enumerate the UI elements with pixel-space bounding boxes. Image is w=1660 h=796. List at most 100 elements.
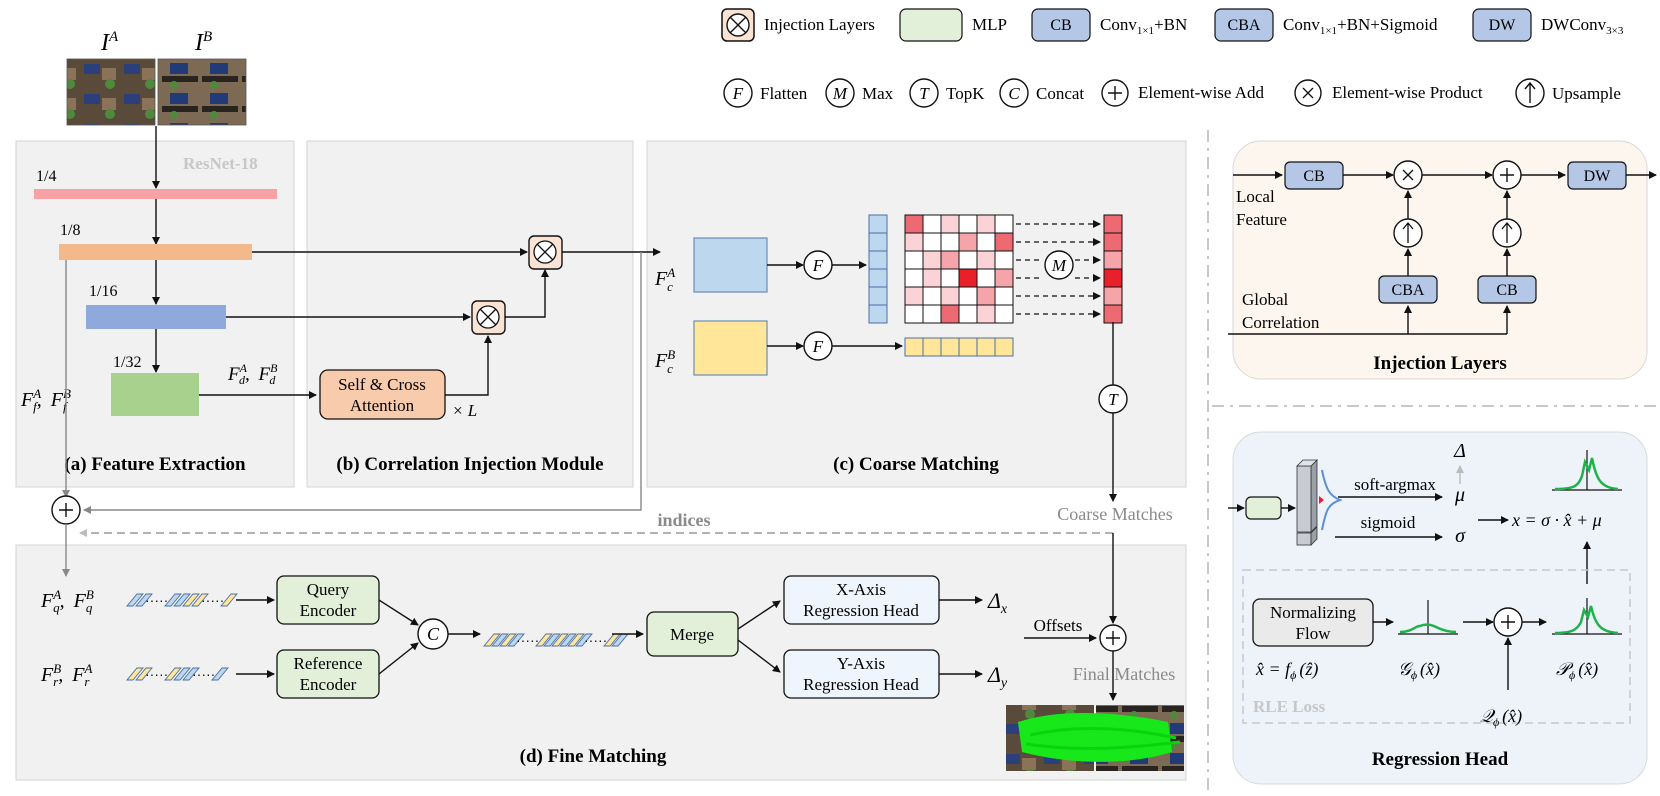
vector-b-cell: [976, 337, 996, 357]
cba-legend-box-label: CBA: [1228, 17, 1261, 34]
matrix-cell: [904, 232, 924, 252]
offsets-label: Offsets: [1034, 616, 1083, 635]
flatten-node-a-symbol: F: [812, 256, 824, 275]
feature-token: [220, 593, 238, 607]
correlation-injection-panel: [306, 140, 634, 488]
feature-token: [135, 593, 153, 607]
vector-b-cell: [994, 337, 1014, 357]
upsample-node-2-arrow: [1501, 221, 1513, 243]
attention-label-line1: Self & Cross: [338, 375, 426, 394]
vector-b-cell: [922, 337, 942, 357]
product-node-times: [1402, 169, 1414, 181]
top-plot-curve: [1554, 457, 1619, 491]
topk-legend-icon: [909, 78, 939, 108]
matrix-cell: [994, 250, 1014, 270]
max-column-cell: [1103, 250, 1123, 270]
local-feature-line2: Feature: [1236, 210, 1287, 229]
concat-token: [551, 633, 569, 647]
concat-token: [499, 633, 517, 647]
max-node-symbol: M: [1051, 256, 1067, 275]
matrix-cell: [922, 268, 942, 288]
local-feature-line1: Local: [1236, 187, 1275, 206]
matrix-cell: [922, 304, 942, 324]
legend-topk-label: TopK: [946, 84, 985, 103]
p-distribution-plot: [1552, 598, 1622, 635]
matrix-cell: [940, 286, 960, 306]
fine-matching-panel: [15, 544, 1187, 781]
reference-encoder-line2: Encoder: [300, 675, 357, 694]
matrix-cell: [976, 286, 996, 306]
regression-head-title: Regression Head: [1372, 749, 1509, 770]
legend-product-label: Element-wise Product: [1332, 83, 1483, 102]
merge-to-y-head: [737, 639, 781, 673]
g-plot-curve: [1399, 623, 1457, 634]
flatten-node-b-symbol: F: [812, 337, 824, 356]
input-images: IA IB: [66, 29, 247, 126]
x-head-line2: Regression Head: [803, 601, 919, 620]
legend-concat-label: Concat: [1036, 84, 1084, 103]
panel-a-title: (a) Feature Extraction: [64, 454, 246, 475]
cb-legend-box-label: CB: [1050, 17, 1071, 34]
injection-layers-title: Injection Layers: [1373, 353, 1507, 374]
feature-token: [135, 667, 153, 681]
matrix-cell: [994, 268, 1014, 288]
max-legend-symbol: M: [832, 84, 848, 103]
token-ellipsis: ·····: [192, 666, 215, 682]
concat-token: [543, 633, 561, 647]
vector-a-cell: [868, 268, 888, 288]
product-legend-times: [1302, 87, 1314, 99]
indices-label: indices: [657, 510, 710, 530]
feature-1-4-bar: [34, 189, 277, 199]
heatmap-vector-side: [1310, 459, 1318, 533]
matrix-cell: [976, 214, 996, 234]
matrix-cell: [976, 268, 996, 288]
sigma-vector-front: [1296, 532, 1312, 546]
global-correlation-line2: Correlation: [1242, 313, 1320, 332]
cb-block-2-label: CB: [1496, 282, 1517, 299]
max-arrows: [1016, 220, 1101, 318]
concat-token: [567, 633, 585, 647]
heatmap-vector-front: [1296, 465, 1312, 533]
flatten-legend-icon: [723, 78, 753, 108]
panel-c-title: (c) Coarse Matching: [833, 454, 999, 475]
feature-token: [164, 667, 182, 681]
legend-injection-label: Injection Layers: [764, 15, 875, 34]
reference-encoder-to-concat: [378, 642, 419, 675]
concat-token: [483, 633, 501, 647]
max-column-cell: [1103, 268, 1123, 288]
concat-token: [575, 633, 593, 647]
feature-1-32-block: [111, 373, 199, 416]
topk-node-symbol: T: [1108, 390, 1119, 409]
final-matches-label: Final Matches: [1073, 664, 1175, 684]
legend: Injection Layers MLP CB Conv1×1+BN CBA C…: [721, 8, 1624, 108]
legend-add-label: Element-wise Add: [1138, 83, 1265, 102]
mu-symbol: μ: [1454, 484, 1465, 506]
feature-token: [211, 667, 229, 681]
query-tokens: ··········: [126, 592, 238, 608]
attention-label-line2: Attention: [350, 396, 415, 415]
matrix-cell: [940, 250, 960, 270]
reference-tokens: ··········: [126, 666, 229, 682]
coarse-matches-label: Coarse Matches: [1057, 504, 1172, 524]
matrix-cell: [904, 268, 924, 288]
heatmap-vector: [1296, 459, 1343, 546]
cba-block: [1378, 275, 1438, 304]
topk-legend-symbol: T: [919, 84, 930, 103]
vector-a-cell: [868, 304, 888, 324]
legend-mlp-label: MLP: [972, 15, 1007, 34]
matrix-cell: [958, 286, 978, 306]
matrix-cell: [922, 214, 942, 234]
legend-cb-desc: Conv1×1+BN: [1100, 15, 1187, 37]
add-legend-plus: [1108, 86, 1122, 100]
sigma-symbol: σ: [1455, 525, 1466, 547]
regression-head-panel: [1232, 431, 1648, 785]
panel-b-title: (b) Correlation Injection Module: [336, 454, 603, 475]
final-matches-image: [1006, 705, 1184, 771]
coarse-feature-a-map: [693, 237, 768, 293]
y-head-line1: Y-Axis: [837, 654, 885, 673]
global-correlation-line1: Global: [1242, 290, 1289, 309]
vector-a-cell: [868, 250, 888, 270]
matrix-cell: [958, 232, 978, 252]
